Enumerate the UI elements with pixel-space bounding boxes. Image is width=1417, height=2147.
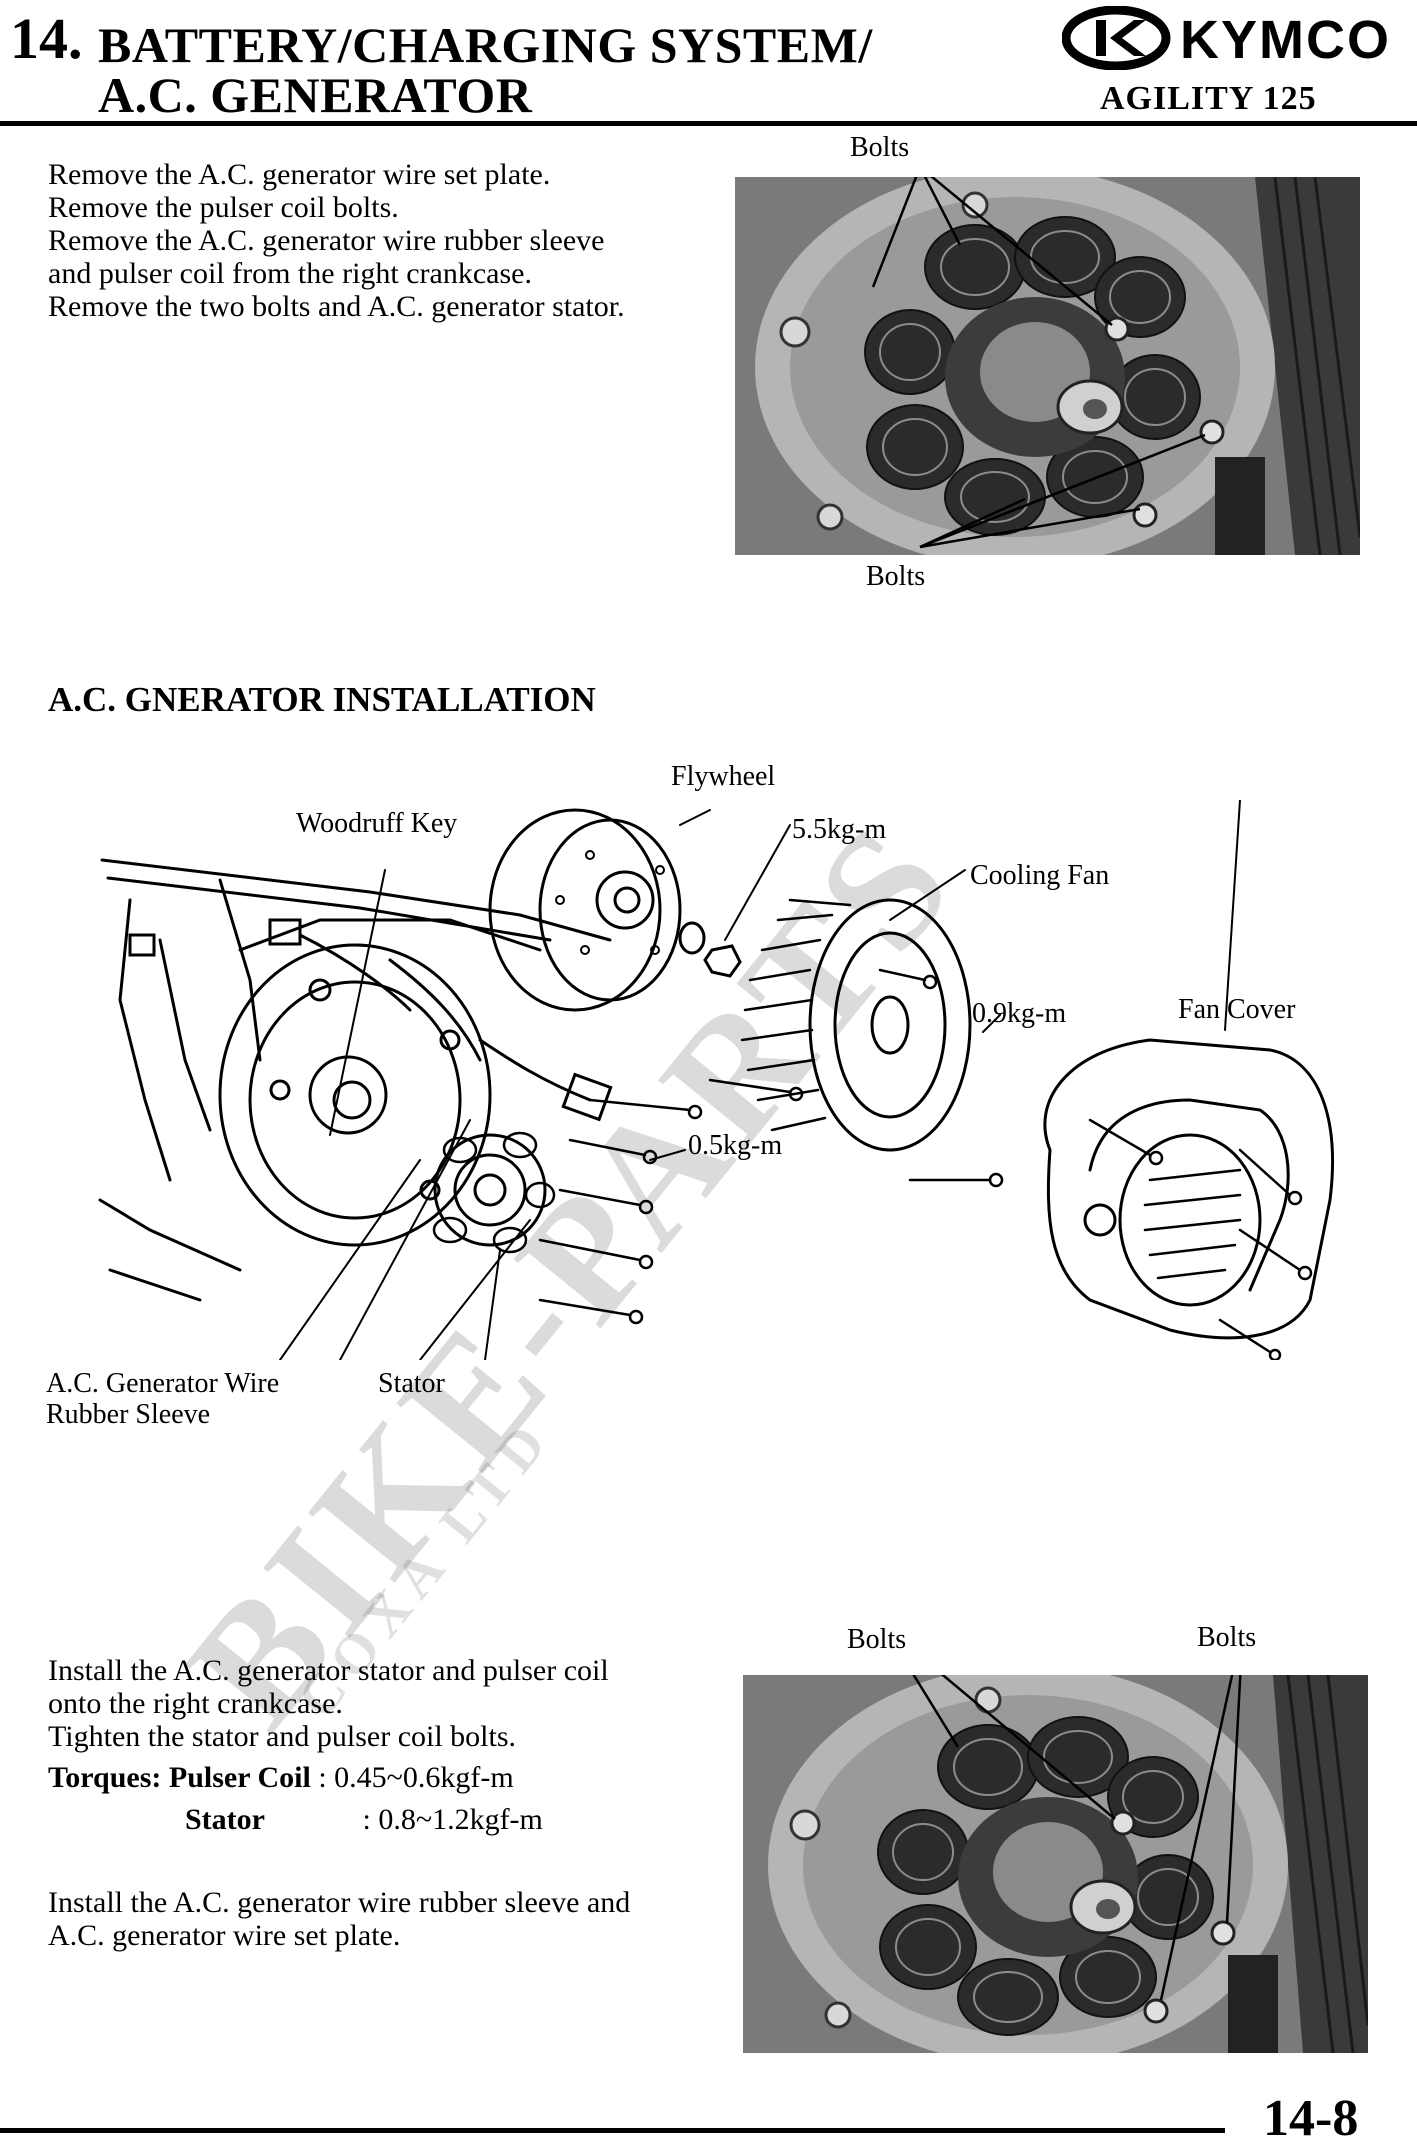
kymco-logo: KYMCO <box>1061 5 1414 71</box>
chapter-number: 14. <box>10 6 83 71</box>
label-wire-sleeve-line1: A.C. Generator Wire <box>46 1368 280 1399</box>
brand-text: KYMCO <box>1180 10 1391 70</box>
installation-step-1: Install the A.C. generator stator and pu… <box>48 1654 609 1720</box>
label-flywheel: Flywheel <box>671 761 776 792</box>
header-rule <box>0 121 1417 126</box>
page-title-line1: BATTERY/CHARGING SYSTEM/ <box>98 17 873 73</box>
label-fan-cover: Fan Cover <box>1178 994 1296 1025</box>
torques-label: Torques: <box>48 1761 162 1794</box>
stator-removal-photo <box>735 177 1360 555</box>
page-number: 14-8 <box>1263 2090 1359 2147</box>
torque-stator-row: Stator : 0.8~1.2kgf-m <box>185 1805 543 1835</box>
footer-rule <box>0 2128 1225 2133</box>
installation-steps: Install the A.C. generator stator and pu… <box>48 1654 668 1753</box>
label-stator: Stator <box>378 1368 445 1399</box>
photo2-bolts-label-left: Bolts <box>847 1624 907 1655</box>
label-wire-sleeve-line2: Rubber Sleeve <box>46 1399 211 1430</box>
torque-pulser-row: Torques: Pulser Coil : 0.45~0.6kgf-m <box>48 1763 514 1793</box>
removal-step-4: Remove the two bolts and A.C. generator … <box>48 290 625 323</box>
installation-step-2: Tighten the stator and pulser coil bolts… <box>48 1720 517 1753</box>
photo1-bolts-label-top: Bolts <box>850 132 910 163</box>
removal-step-3: Remove the A.C. generator wire rubber sl… <box>48 224 605 290</box>
label-woodruff-key: Woodruff Key <box>296 808 458 839</box>
stator-torque-value: : 0.8~1.2kgf-m <box>362 1803 543 1836</box>
pulser-coil-label: Pulser Coil <box>168 1761 311 1794</box>
photo1-bolts-label-bottom: Bolts <box>866 561 926 592</box>
pulser-coil-value: : 0.45~0.6kgf-m <box>318 1761 514 1794</box>
final-step: Install the A.C. generator wire rubber s… <box>48 1886 631 1952</box>
label-torque-stator: 0.5kg-m <box>688 1130 783 1161</box>
removal-step-2: Remove the pulser coil bolts. <box>48 191 399 224</box>
exploded-diagram <box>90 799 1340 1365</box>
model-name: AGILITY 125 <box>1100 80 1317 117</box>
label-torque-fan: 0.9kg-m <box>972 998 1067 1029</box>
stator-torque-label: Stator <box>185 1803 265 1836</box>
stator-installation-photo <box>743 1675 1368 2053</box>
installation-heading: A.C. GNERATOR INSTALLATION <box>48 680 596 719</box>
photo2-bolts-label-right: Bolts <box>1197 1622 1257 1653</box>
removal-step-1: Remove the A.C. generator wire set plate… <box>48 158 551 191</box>
removal-steps: Remove the A.C. generator wire set plate… <box>48 158 648 323</box>
page-title-line2: A.C. GENERATOR <box>98 67 533 123</box>
label-torque-flywheel: 5.5kg-m <box>792 814 887 845</box>
label-cooling-fan: Cooling Fan <box>970 860 1110 891</box>
